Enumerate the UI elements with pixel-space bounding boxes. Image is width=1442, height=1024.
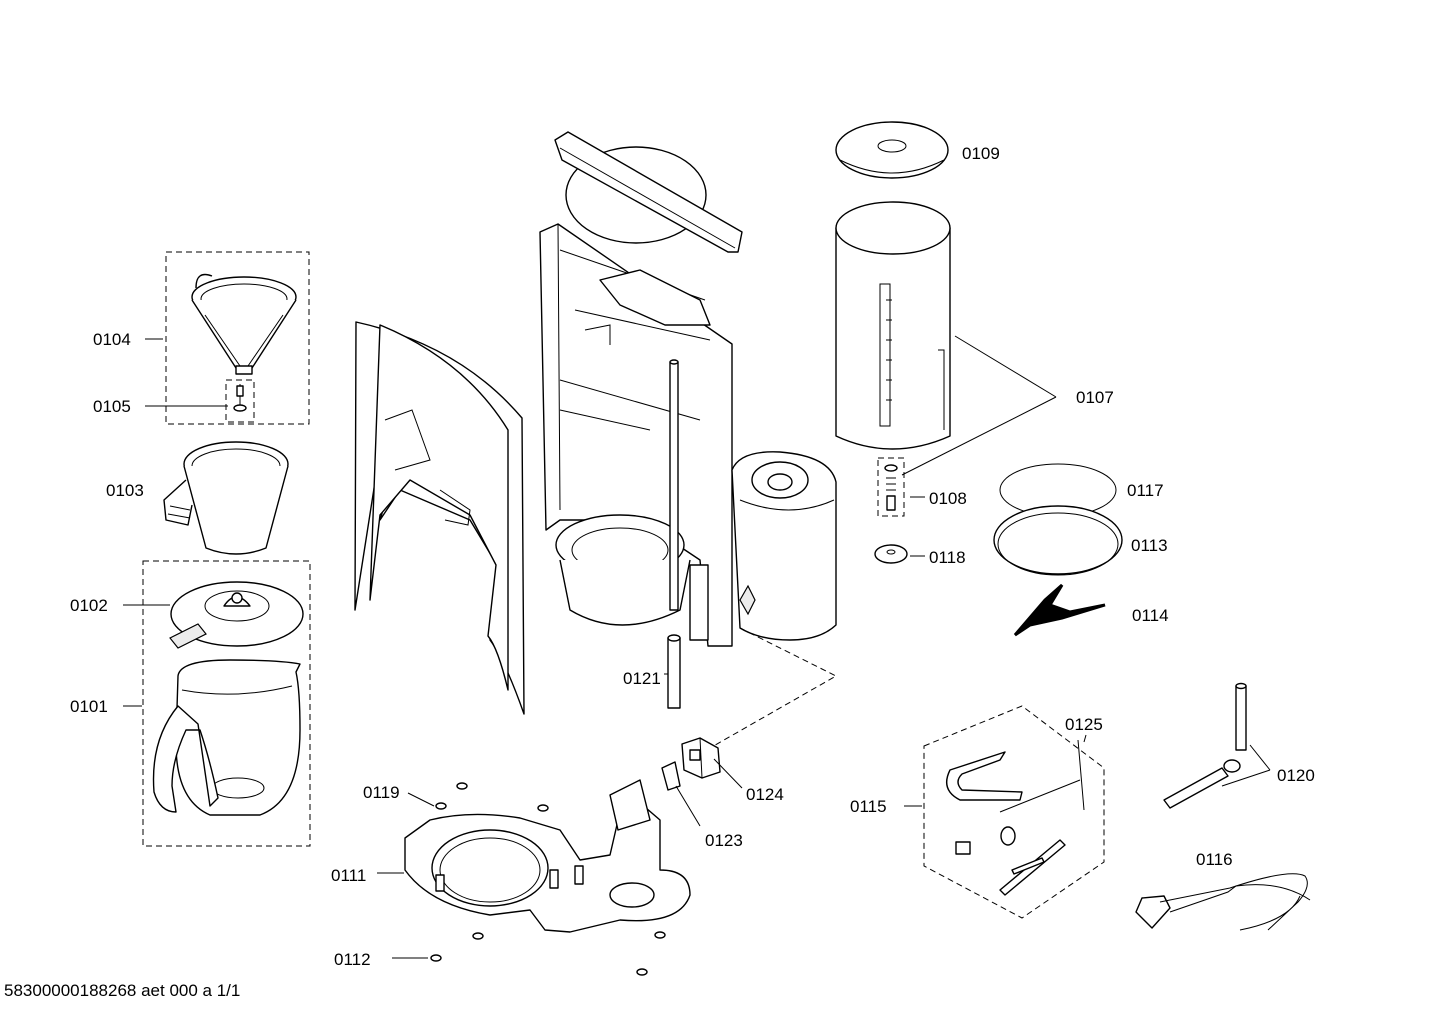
valve-0105: [225, 379, 255, 423]
riser-tube-0121: [667, 359, 681, 709]
power-cord-0116: [1135, 873, 1311, 931]
label-0101: 0101: [70, 697, 108, 716]
label-0113: 0113: [1131, 536, 1168, 555]
switch-0124-0123: [661, 737, 721, 791]
water-tank-0107: [835, 201, 951, 450]
rings-0117-0113: [993, 463, 1123, 576]
group-box-carafe: [142, 560, 311, 847]
spring-clip-0114: [1013, 583, 1106, 637]
glass-carafe-0101: [152, 659, 301, 816]
housing-front-panel: [354, 321, 525, 715]
seal-0118: [874, 544, 908, 564]
label-0119: 0119: [363, 783, 400, 802]
label-0121: 0121: [623, 669, 661, 688]
tank-lid-0109: [835, 121, 949, 179]
label-0108: 0108: [929, 489, 967, 508]
label-0120: 0120: [1277, 766, 1315, 785]
label-0124: 0124: [746, 785, 784, 804]
label-0105: 0105: [93, 397, 131, 416]
label-0107: 0107: [1076, 388, 1114, 407]
filter-holder-0104: [191, 273, 297, 375]
heater-kit-0115: [923, 705, 1105, 919]
group-box-filter: [165, 251, 310, 425]
label-0111: 0111: [331, 866, 366, 885]
part-labels: 0104 0105 0103 0102 0101 0109 0107 0108 …: [70, 144, 1315, 969]
label-0114: 0114: [1132, 606, 1169, 625]
label-0104: 0104: [93, 330, 131, 349]
label-0118: 0118: [929, 548, 966, 567]
label-0115: 0115: [850, 797, 887, 816]
label-0102: 0102: [70, 596, 108, 615]
water-tank-lid: [554, 131, 743, 253]
assembly-line: [709, 627, 838, 749]
label-0112: 0112: [334, 950, 371, 969]
label-0109: 0109: [962, 144, 1000, 163]
heater-housing: [689, 451, 837, 641]
valve-0108: [877, 457, 905, 517]
drawing-reference-footer: 58300000188268 aet 000 a 1/1: [4, 981, 241, 1000]
filter-basket-0103: [163, 441, 289, 555]
tube-set-0120: [1163, 682, 1247, 809]
feet-0119-0112: [430, 782, 666, 976]
label-0103: 0103: [106, 481, 144, 500]
label-0123: 0123: [705, 831, 743, 850]
base-plate-0111: [404, 779, 691, 933]
label-0117: 0117: [1127, 481, 1164, 500]
housing-frame: [539, 223, 733, 647]
label-0116: 0116: [1196, 850, 1233, 869]
leader-lines: [123, 335, 1271, 959]
carafe-lid-0102: [169, 581, 304, 649]
label-0125: 0125: [1065, 715, 1103, 734]
